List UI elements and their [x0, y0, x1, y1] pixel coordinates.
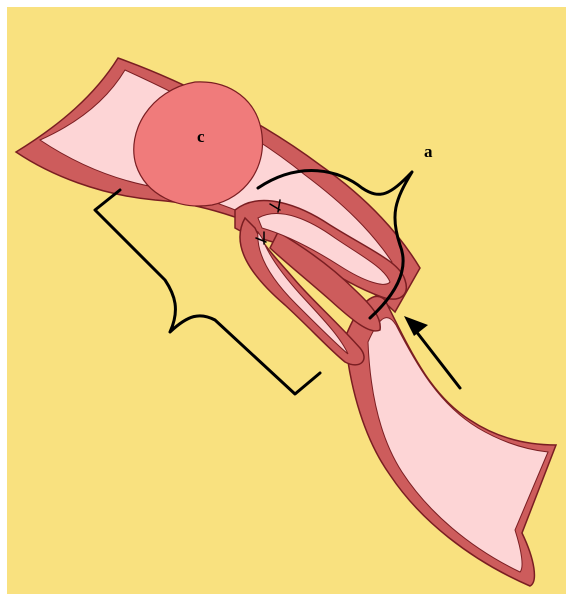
- mass-label: c: [197, 127, 205, 146]
- brace-a-label: a: [424, 142, 433, 161]
